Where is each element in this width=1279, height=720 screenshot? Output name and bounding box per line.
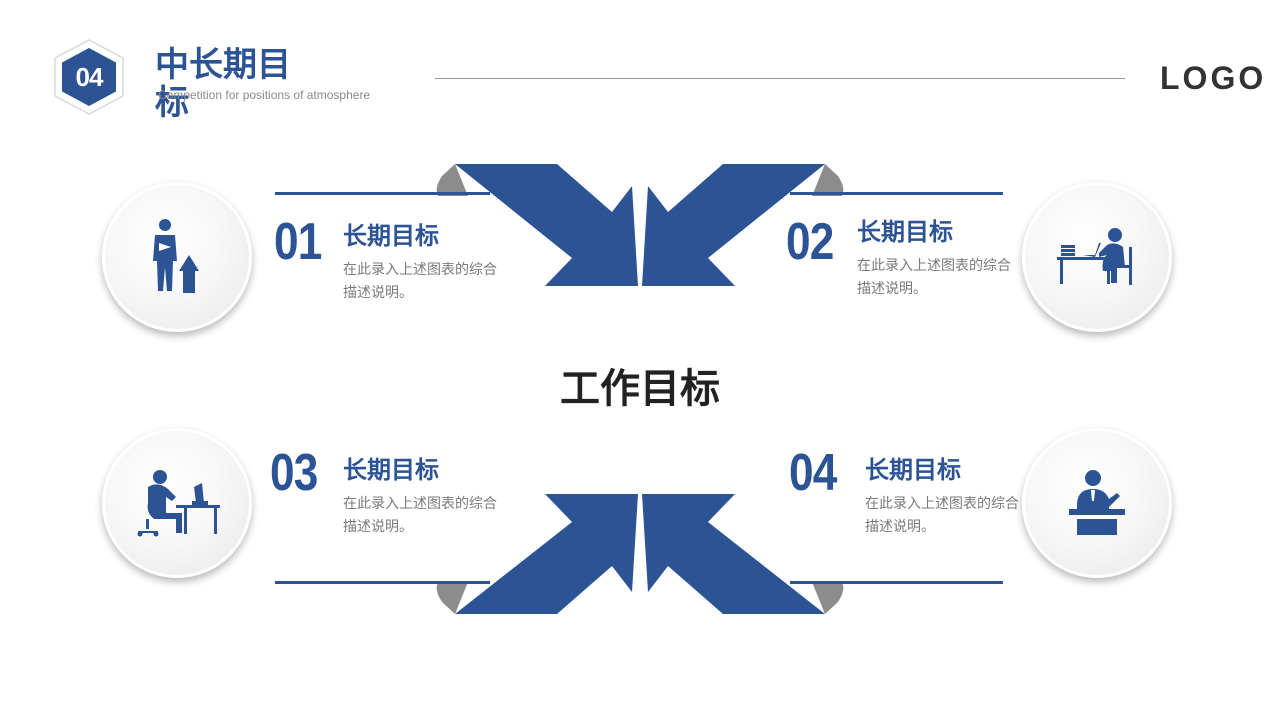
item-4-title: 长期目标 [865,456,961,484]
item-3-title: 长期目标 [343,456,439,484]
item-4-number: 04 [789,444,837,502]
accent-line-top-right [790,192,1003,195]
item-3-desc: 在此录入上述图表的综合描述说明。 [343,496,497,535]
page-title: 中长期目标 [155,45,291,123]
item-2-desc: 在此录入上述图表的综合描述说明。 [857,258,1011,297]
person-at-computer-icon [137,470,220,537]
fold-bottom-right [812,582,844,614]
section-number: 04 [75,61,104,92]
arrow-top-right [642,164,825,286]
center-title: 工作目标 [560,366,720,412]
item-3-number: 03 [270,444,318,502]
header-divider [435,78,1125,79]
speaker-podium-icon [1069,470,1125,535]
fold-top-right [812,164,844,196]
arrows-graphic [436,164,844,614]
item-1-circle [102,182,252,332]
arrow-bottom-left [455,494,638,614]
arrow-top-left [455,164,638,286]
accent-line-bottom-right [790,581,1003,584]
item-2-number: 02 [786,213,834,271]
fold-bottom-left [436,582,468,614]
item-1-title: 长期目标 [343,222,439,250]
item-3-circle [102,428,252,578]
item-4-circle [1022,428,1172,578]
accent-line-bottom-left [275,581,490,584]
logo: LOGO [1160,60,1267,96]
item-2-circle [1022,182,1172,332]
person-at-desk-icon [1057,228,1132,285]
page-subtitle: Competition for positions of atmosphere [158,88,371,102]
item-2-title: 长期目标 [857,218,953,246]
accent-line-top-left [275,192,490,195]
item-1-number: 01 [274,213,322,271]
item-4-desc: 在此录入上述图表的综合描述说明。 [865,496,1019,535]
section-badge-hexagon [54,39,124,115]
arrow-bottom-right [642,494,825,614]
fold-top-left [436,164,468,196]
businessman-growth-icon [153,219,199,293]
item-1-desc: 在此录入上述图表的综合描述说明。 [343,262,497,301]
